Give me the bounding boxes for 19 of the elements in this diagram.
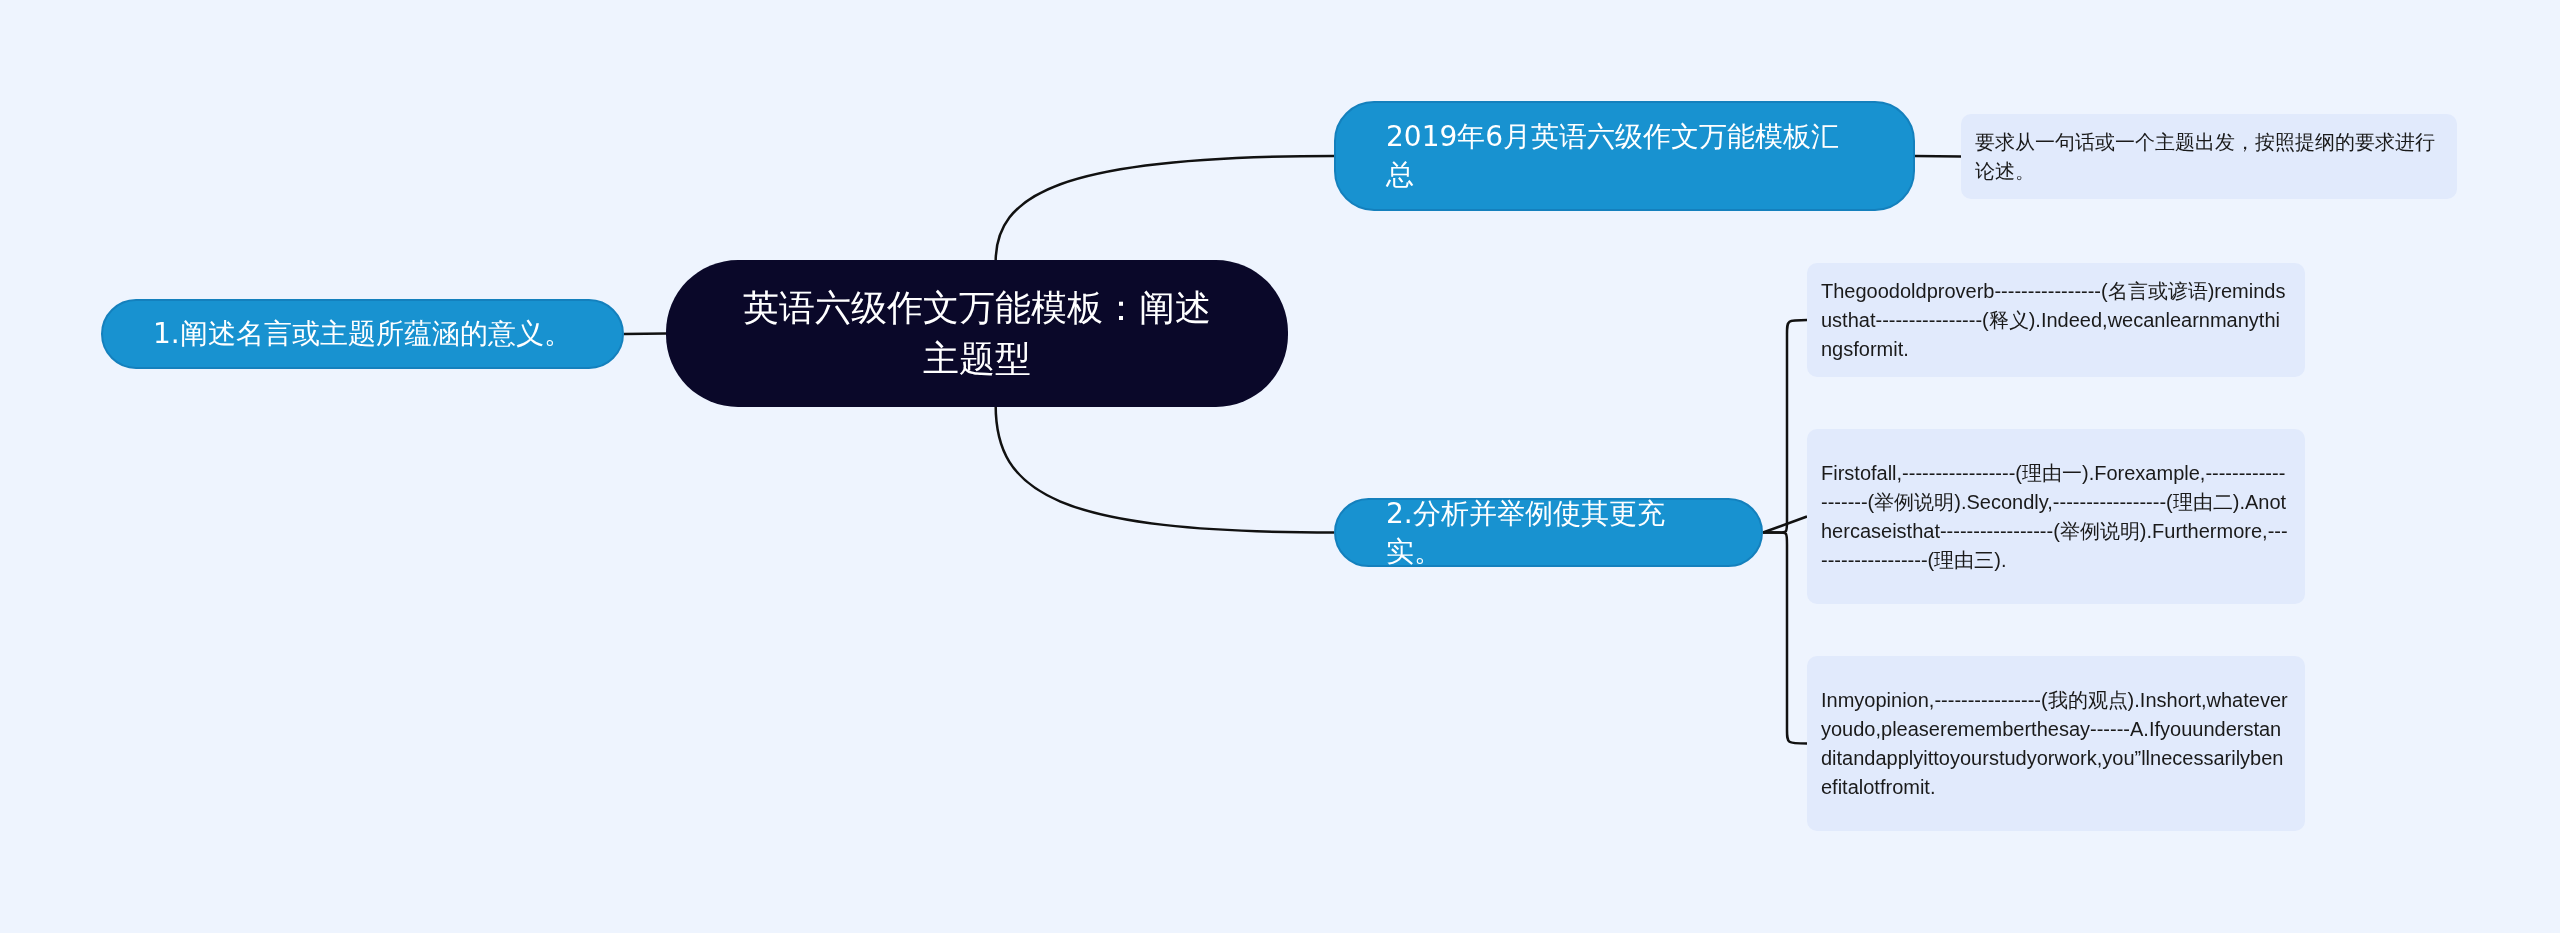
note-text: Inmyopinion,----------------(我的观点).Inshort,whateveryoudo,pleaserememberthesay------A.Ifyouunderstanditandapplyittoyourstudyorwork,you”llnecessarilybenefitalotfromit. xyxy=(1821,687,2289,800)
note-text: Thegoodoldproverb----------------(名言或谚语)remindsusthat----------------(释义).Indeed,wecanlearnmanythingsformit. xyxy=(1821,278,2287,362)
branch-text: 2.分析并举例使其更充实。 xyxy=(1386,495,1666,570)
connector-line xyxy=(1762,515,1808,534)
branch-pill xyxy=(1334,101,1915,211)
note-card xyxy=(1961,114,2457,199)
connector-line xyxy=(624,332,666,336)
note-card xyxy=(1807,263,2305,377)
note-card xyxy=(1807,429,2305,604)
branch-text: 2019年6月英语六级作文万能模板汇总 xyxy=(1386,119,1841,193)
note-text: 要求从一句话或一个主题出发，按照提纲的要求进行论述。 xyxy=(1975,129,2436,184)
connector-line xyxy=(1763,531,1807,745)
connector-line xyxy=(1915,154,1961,158)
topic-text: 英语六级作文万能模板：阐述主题型 xyxy=(742,286,1212,381)
branch-text: 1.阐述名言或主题所蕴涵的意义。 xyxy=(153,316,572,353)
note-text: Firstofall,-----------------(理由一).Forexample,-------------------(举例说明).Secondly,-----------------(理由二).Anothercaseisthat-----------------(举例说明).Furthermore,-------------------(理由三). xyxy=(1821,460,2289,573)
connector-line xyxy=(994,404,1334,534)
connector-line xyxy=(994,154,1334,263)
note-card xyxy=(1807,656,2305,831)
